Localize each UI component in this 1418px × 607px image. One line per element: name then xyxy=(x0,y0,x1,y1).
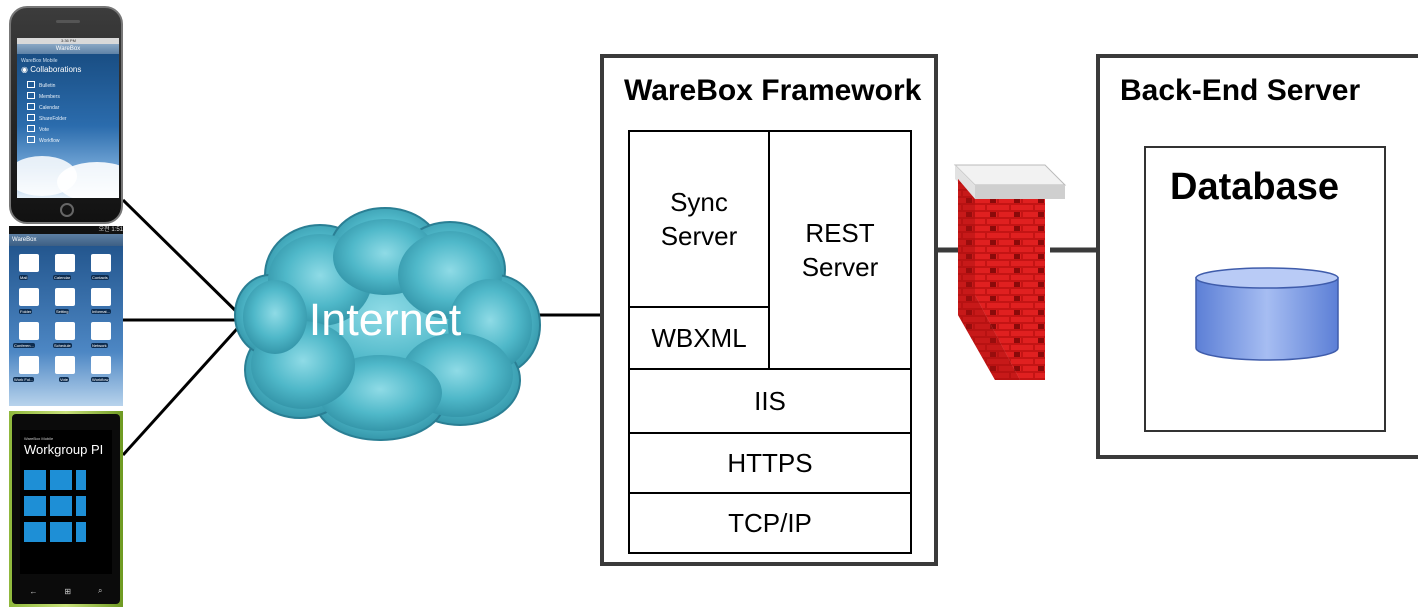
windows-phone-screen: WareBox Mobile Workgroup PI xyxy=(20,430,112,574)
info-icon xyxy=(91,288,111,306)
database-title: Database xyxy=(1170,166,1339,208)
https-label: HTTPS xyxy=(727,448,813,478)
tile-label: Mail xyxy=(19,275,29,280)
side-tile-icon xyxy=(76,470,86,490)
tcpip-label: TCP/IP xyxy=(728,508,812,538)
tile-label: Folder xyxy=(19,309,33,314)
proposal-tile-icon xyxy=(24,522,46,542)
iphone-screen: 3:36 PM WareBox WareBox Mobile ◉ Collabo… xyxy=(17,38,119,198)
gear-icon xyxy=(55,288,75,306)
database-box: Database xyxy=(1144,146,1386,432)
tile-label: Contacts xyxy=(91,275,109,280)
tile-label: Vote xyxy=(59,377,70,382)
cloud-wallpaper xyxy=(57,162,119,198)
tile-label: Schedule xyxy=(53,343,72,348)
sync-server-block: Sync Server xyxy=(628,130,770,308)
status-time: 3:36 PM xyxy=(61,38,76,43)
tile-label: Work Fol... xyxy=(13,377,35,382)
network-icon xyxy=(91,322,111,340)
status-bar: 3:36 PM xyxy=(17,38,119,44)
app-subtitle: WareBox Mobile xyxy=(24,436,54,441)
iphone-device-image: 3:36 PM WareBox WareBox Mobile ◉ Collabo… xyxy=(9,6,123,224)
database-cylinder-icon xyxy=(1195,267,1339,361)
mail-icon xyxy=(19,254,39,272)
connector-winphone-to-internet xyxy=(121,318,247,457)
app-title-bar: WareBox xyxy=(9,234,123,246)
conference-icon xyxy=(19,322,39,340)
app-subtitle: WareBox Mobile xyxy=(21,58,58,64)
https-block: HTTPS xyxy=(628,432,912,494)
tile-label: Conferen... xyxy=(13,343,35,348)
menu-item-sharefolder: ShareFolder xyxy=(27,114,67,122)
menu-item-workflow: Workflow xyxy=(27,136,59,144)
tile-label: Network xyxy=(91,343,108,348)
home-button-icon xyxy=(60,203,74,217)
framework-stack: Sync Server REST Server WBXML IIS HTTPS … xyxy=(628,130,912,554)
calendar-tile-icon xyxy=(50,470,72,490)
menu-item-vote: Vote xyxy=(27,125,49,133)
iis-block: IIS xyxy=(628,368,912,434)
app-title-bar: WareBox xyxy=(17,44,119,54)
bulletin-icon xyxy=(27,81,35,88)
status-time: 오전 1:51 xyxy=(98,227,123,233)
status-bar: 오전 1:51 xyxy=(9,226,123,234)
iis-label: IIS xyxy=(754,386,786,416)
wbxml-label: WBXML xyxy=(651,323,747,353)
folder-icon xyxy=(27,114,35,121)
vote-tile-icon xyxy=(50,522,72,542)
rest-server-label: REST Server xyxy=(801,218,879,282)
search-icon: ⌕ xyxy=(98,586,103,595)
windows-phone-device-image: WareBox Mobile Workgroup PI ← ⊞ ⌕ xyxy=(9,411,123,607)
vote-icon xyxy=(55,356,75,374)
rest-server-block: REST Server xyxy=(768,130,912,370)
internet-label: Internet xyxy=(308,294,462,345)
internet-cloud-icon xyxy=(234,207,541,441)
windows-nav-bar: ← ⊞ ⌕ xyxy=(16,582,116,600)
clock-icon xyxy=(55,322,75,340)
menu-item-members: Members xyxy=(27,92,60,100)
menu-item-calendar: Calendar xyxy=(27,103,59,111)
back-end-server-title: Back-End Server xyxy=(1120,74,1361,107)
warebox-framework-box: WareBox Framework Sync Server REST Serve… xyxy=(600,54,938,566)
tcpip-block: TCP/IP xyxy=(628,492,912,554)
framework-title: WareBox Framework xyxy=(624,74,922,107)
speaker-icon xyxy=(56,20,80,23)
members-icon xyxy=(27,92,35,99)
android-device-image: 오전 1:51 WareBox Mail Calendar Contacts F… xyxy=(9,226,123,406)
menu-item-bulletin: Bulletin xyxy=(27,81,55,89)
work-folder-icon xyxy=(19,356,39,374)
vote-icon xyxy=(27,125,35,132)
wbxml-block: WBXML xyxy=(628,306,770,370)
side-tile-icon xyxy=(76,496,86,516)
tile-label: Workflow xyxy=(91,377,110,382)
side-tile-icon xyxy=(76,522,86,542)
connector-iphone-to-internet xyxy=(121,198,247,322)
back-end-server-box: Back-End Server Database xyxy=(1096,54,1418,459)
firewall-icon xyxy=(953,164,1067,380)
tile-label: Calendar xyxy=(53,275,72,280)
workflow-icon xyxy=(91,356,111,374)
bulletin-tile-icon xyxy=(24,470,46,490)
sync-server-label: Sync Server xyxy=(660,187,738,251)
tile-label: Setting xyxy=(55,309,70,314)
back-arrow-icon: ← xyxy=(29,586,38,596)
phone-body: WareBox Mobile Workgroup PI ← ⊞ ⌕ xyxy=(12,414,120,604)
collaborations-heading: ◉ Collaborations xyxy=(21,65,82,74)
workgroup-heading: Workgroup PI xyxy=(24,442,104,457)
folder-icon xyxy=(19,288,39,306)
folder-tile-icon xyxy=(50,496,72,516)
contacts-icon xyxy=(91,254,111,272)
members-tile-icon xyxy=(24,496,46,516)
calendar-icon xyxy=(27,103,35,110)
windows-logo-icon: ⊞ xyxy=(64,586,72,596)
workflow-icon xyxy=(27,136,35,143)
calendar-icon xyxy=(55,254,75,272)
tile-label: Informat... xyxy=(91,309,112,314)
